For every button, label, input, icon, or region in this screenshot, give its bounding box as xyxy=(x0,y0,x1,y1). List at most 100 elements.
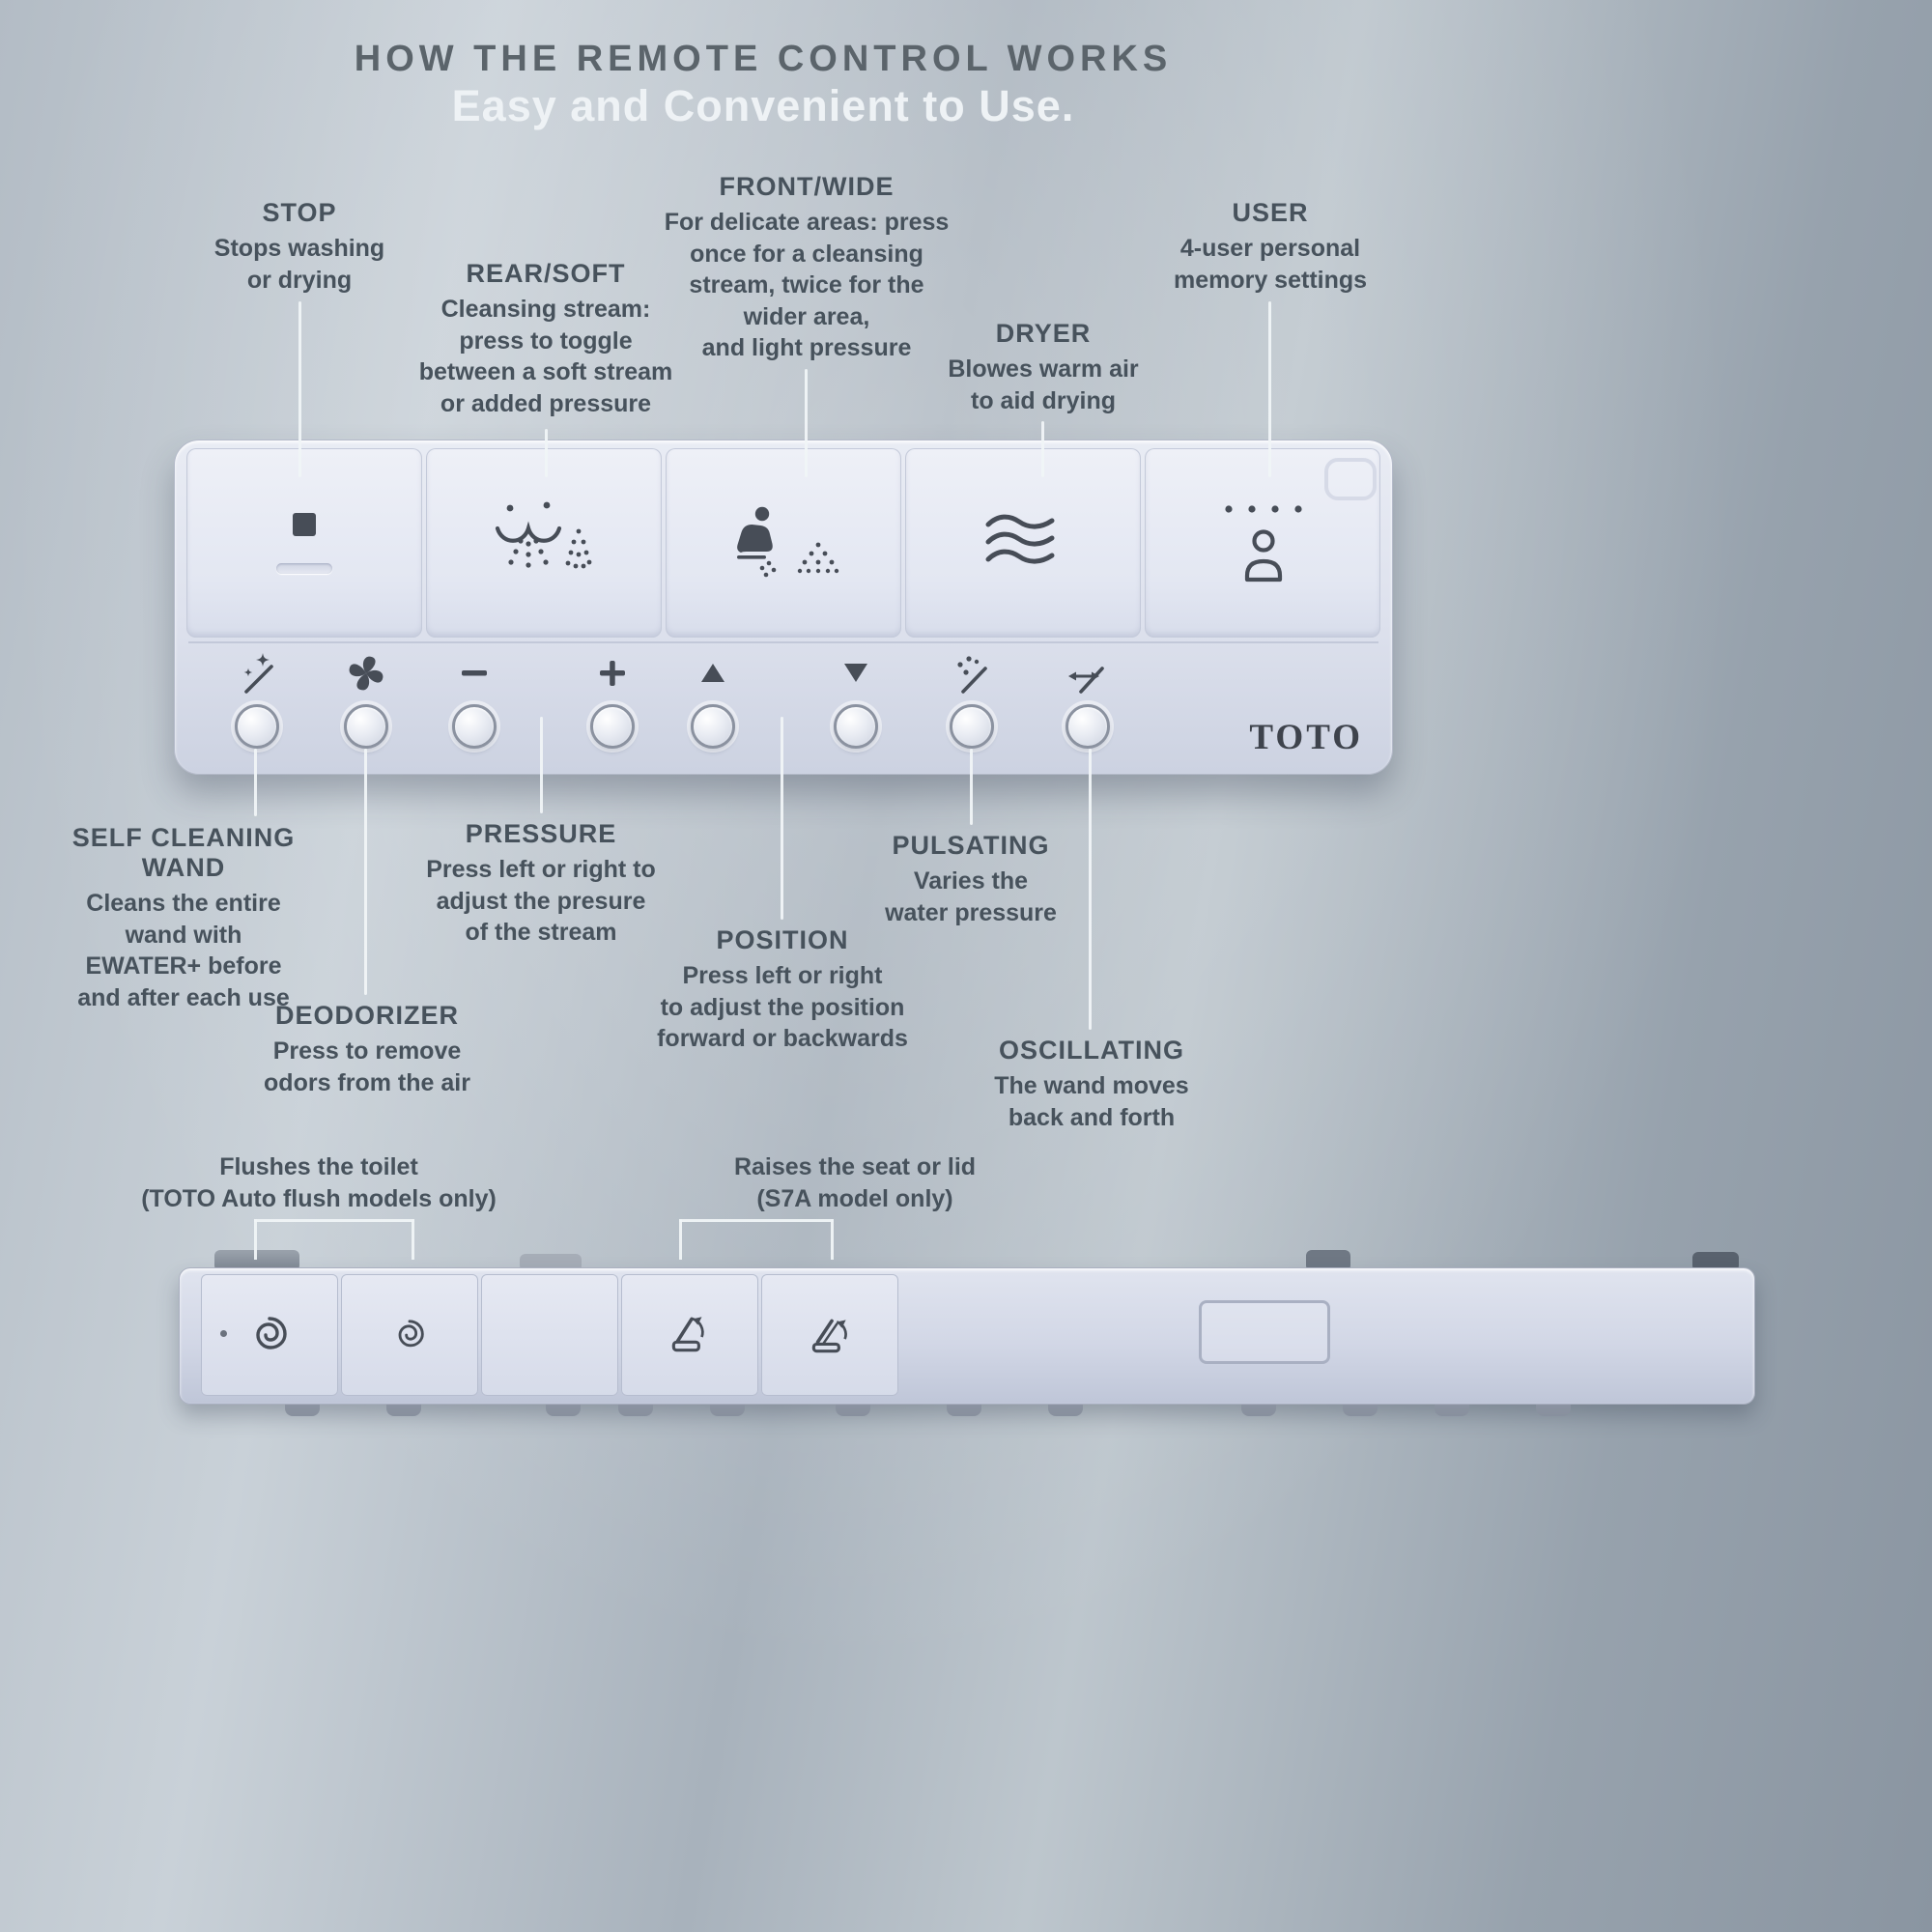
pressure-plus-button[interactable] xyxy=(590,704,635,749)
label-text: Flushes the toilet (TOTO Auto flush mode… xyxy=(141,1153,497,1212)
label-seat: Raises the seat or lid (S7A model only) xyxy=(681,1151,1029,1214)
label-flush: Flushes the toilet (TOTO Auto flush mode… xyxy=(106,1151,531,1214)
oscillating-button[interactable] xyxy=(1065,704,1110,749)
callout-oscillating: OSCILLATING The wand moves back and fort… xyxy=(942,1036,1241,1133)
raise-lid-button[interactable] xyxy=(621,1274,758,1396)
callout-pulsating: PULSATING Varies the water pressure xyxy=(826,831,1116,928)
side-tab xyxy=(214,1250,299,1271)
side-button-row xyxy=(201,1274,898,1396)
raise-lid-icon xyxy=(671,1317,704,1352)
position-backward-control xyxy=(812,648,899,749)
self-cleaning-wand-button[interactable] xyxy=(235,704,279,749)
label-text: Raises the seat or lid (S7A model only) xyxy=(733,1153,977,1212)
battery-panel xyxy=(1199,1300,1330,1364)
callout-position: POSITION Press left or right to adjust t… xyxy=(633,925,932,1055)
wand-arrows-icon xyxy=(1044,648,1131,698)
callout-body: For delicate areas: press once for a cle… xyxy=(664,209,950,361)
flush-light-button[interactable] xyxy=(341,1274,478,1396)
callout-rear-soft: REAR/SOFT Cleansing stream: press to tog… xyxy=(401,259,691,419)
pressure-plus-control xyxy=(569,648,656,749)
remote-divider xyxy=(188,641,1378,643)
deodorizer-control xyxy=(323,648,410,749)
callout-heading: USER xyxy=(1232,198,1309,227)
flush-light-swirl-icon xyxy=(398,1320,424,1348)
leader-line xyxy=(298,301,301,477)
rear-soft-button[interactable] xyxy=(426,448,662,638)
wand-dots-icon xyxy=(928,648,1015,698)
triangle-up-icon xyxy=(669,648,756,698)
bracket-line xyxy=(679,1219,682,1260)
page-title: HOW THE REMOTE CONTROL WORKS xyxy=(354,39,1173,79)
dryer-waves-icon xyxy=(985,514,1055,564)
leader-line xyxy=(1041,421,1044,477)
callout-user: USER 4-user personal memory settings xyxy=(1125,198,1415,296)
callout-body: Stops washing or drying xyxy=(213,235,385,294)
remote-top-button-row xyxy=(186,448,1380,638)
blank-button[interactable] xyxy=(481,1274,618,1396)
ir-window xyxy=(1324,458,1377,500)
bracket-line xyxy=(679,1219,834,1222)
oscillating-control xyxy=(1044,648,1131,749)
leader-line xyxy=(254,749,257,816)
plus-icon xyxy=(569,648,656,698)
callout-pressure: PRESSURE Press left or right to adjust t… xyxy=(396,819,686,949)
callout-body: Press left or right to adjust the presur… xyxy=(426,856,656,946)
leader-line xyxy=(1268,301,1271,477)
leader-line xyxy=(970,749,973,825)
leader-line xyxy=(805,369,808,477)
position-backward-button[interactable] xyxy=(834,704,878,749)
bracket-line xyxy=(412,1219,414,1260)
position-forward-control xyxy=(669,648,756,749)
callout-heading: DEODORIZER xyxy=(274,1001,459,1030)
front-wash-icon xyxy=(737,506,839,578)
side-knob xyxy=(1692,1252,1739,1271)
pressure-minus-button[interactable] xyxy=(452,704,497,749)
pressure-minus-control xyxy=(431,648,518,749)
bracket-line xyxy=(254,1219,257,1260)
leader-line xyxy=(545,429,548,477)
callout-heading: PULSATING xyxy=(892,831,1050,860)
callout-dryer: DRYER Blowes warm air to aid drying xyxy=(898,319,1188,416)
flush-full-swirl-icon xyxy=(256,1317,287,1350)
callout-heading: FRONT/WIDE xyxy=(719,172,895,201)
side-tab xyxy=(520,1254,582,1271)
triangle-down-icon xyxy=(812,648,899,698)
bracket-line xyxy=(254,1219,414,1222)
stop-button[interactable] xyxy=(186,448,422,638)
callout-body: Cleans the entire wand with EWATER+ befo… xyxy=(77,890,290,1011)
raise-seat-button[interactable] xyxy=(761,1274,898,1396)
remote-side xyxy=(179,1267,1755,1405)
callout-heading: STOP xyxy=(262,198,337,227)
rear-wash-icon xyxy=(495,501,592,569)
callout-heading: SELF CLEANING WAND xyxy=(71,823,296,882)
leader-line xyxy=(540,717,543,813)
callout-body: 4-user personal memory settings xyxy=(1173,235,1368,294)
raise-seat-icon xyxy=(811,1319,847,1353)
callout-stop: STOP Stops washing or drying xyxy=(179,198,420,296)
callout-front-wide: FRONT/WIDE For delicate areas: press onc… xyxy=(642,172,971,364)
leader-line xyxy=(1089,749,1092,1030)
fan-icon xyxy=(323,648,410,698)
pulsating-control xyxy=(928,648,1015,749)
position-forward-button[interactable] xyxy=(691,704,735,749)
wand-sparkles-icon xyxy=(213,648,300,698)
user-person-icon xyxy=(1225,505,1302,582)
deodorizer-button[interactable] xyxy=(344,704,388,749)
front-wide-button[interactable] xyxy=(666,448,901,638)
user-button[interactable] xyxy=(1145,448,1380,638)
brand-logo: TOTO xyxy=(1249,718,1363,757)
side-tab xyxy=(1306,1250,1350,1271)
leader-line xyxy=(781,717,783,920)
self-cleaning-wand-control xyxy=(213,648,300,749)
minus-icon xyxy=(431,648,518,698)
flush-full-button[interactable] xyxy=(201,1274,338,1396)
callout-body: Blowes warm air to aid drying xyxy=(948,355,1139,414)
bracket-line xyxy=(831,1219,834,1260)
callout-body: Varies the water pressure xyxy=(885,867,1057,926)
dryer-button[interactable] xyxy=(905,448,1141,638)
callout-heading: DRYER xyxy=(995,319,1092,348)
callout-body: Press to remove odors from the air xyxy=(264,1037,470,1096)
remote-front: TOTO xyxy=(174,440,1393,775)
pulsating-button[interactable] xyxy=(950,704,994,749)
